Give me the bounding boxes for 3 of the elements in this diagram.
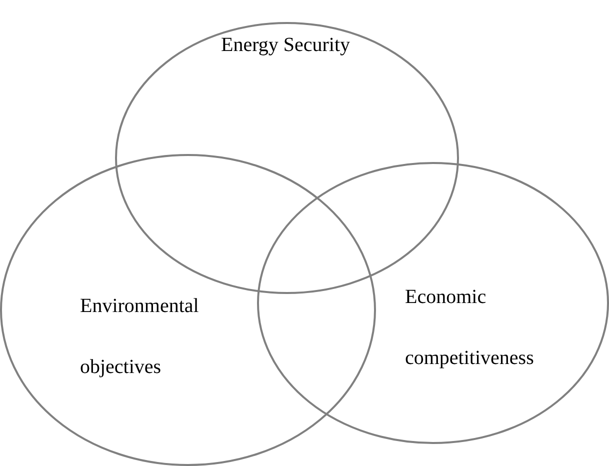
circle-label: Economic competitiveness bbox=[405, 285, 535, 371]
circle-label: Environmental objectives bbox=[80, 294, 200, 380]
circle-label: Energy Security bbox=[221, 33, 352, 58]
